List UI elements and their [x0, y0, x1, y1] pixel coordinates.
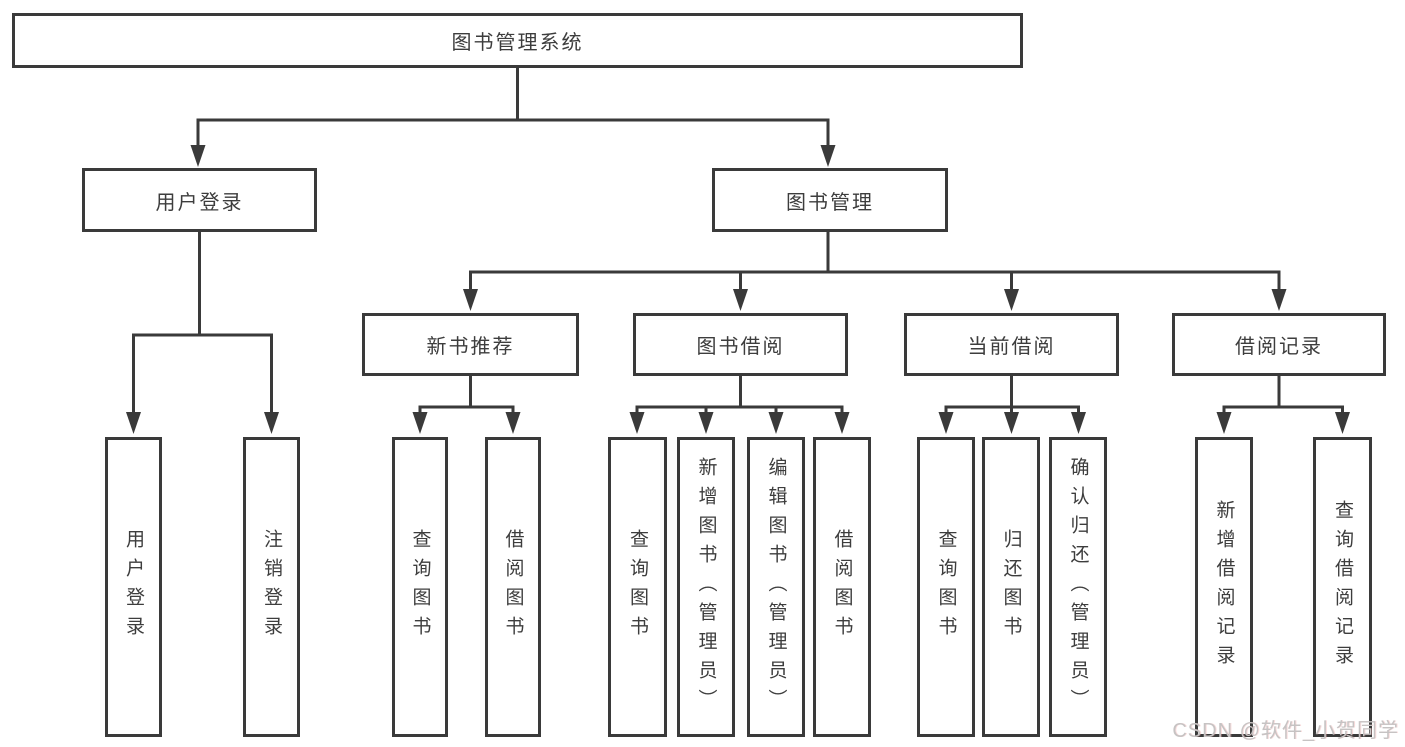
- connector-records-to-leaves: [1216, 376, 1350, 434]
- node-label: 新书推荐: [426, 336, 515, 358]
- leaf-confirm-return-admin: 确认归还（管理员）: [1049, 437, 1107, 737]
- leaf-add-borrow-record: 新增借阅记录: [1195, 437, 1253, 737]
- connector-current-to-leaves: [938, 376, 1086, 434]
- node-current-borrow: 当前借阅: [904, 313, 1119, 376]
- node-new-book-recommend: 新书推荐: [362, 313, 579, 376]
- leaf-user-login: 用户登录: [105, 437, 162, 737]
- node-book-management: 图书管理: [712, 168, 948, 232]
- leaf-return-book: 归还图书: [982, 437, 1040, 737]
- node-label: 图书借阅: [696, 336, 785, 358]
- connector-recommend-to-leaves: [412, 376, 521, 434]
- leaf-borrow-books-recommend: 借阅图书: [485, 437, 541, 737]
- node-label: 查询借阅记录: [1332, 500, 1353, 674]
- connector-root-to-level2: [190, 68, 836, 167]
- node-label: 查询图书: [409, 529, 431, 645]
- node-label: 新增图书（管理员）: [695, 456, 717, 718]
- node-label: 查询图书: [627, 529, 648, 645]
- node-label: 用户登录: [123, 529, 144, 645]
- node-label: 确认归还（管理员）: [1067, 456, 1089, 718]
- node-label: 编辑图书（管理员）: [765, 456, 787, 718]
- node-label: 查询图书: [935, 529, 957, 645]
- node-label: 借阅图书: [831, 529, 853, 645]
- connector-borrow-to-leaves: [629, 376, 850, 434]
- leaf-edit-book-admin: 编辑图书（管理员）: [747, 437, 805, 737]
- node-label: 注销登录: [261, 529, 282, 645]
- node-label: 用户登录: [155, 191, 244, 214]
- leaf-query-books-current: 查询图书: [917, 437, 975, 737]
- node-label: 归还图书: [1000, 529, 1022, 645]
- connector-book-mgmt-to-level3: [463, 232, 1287, 311]
- leaf-add-book-admin: 新增图书（管理员）: [677, 437, 735, 737]
- node-label: 图书管理: [786, 191, 874, 214]
- watermark-text: CSDN @软件_小贺同学: [1172, 720, 1399, 742]
- leaf-query-books-recommend: 查询图书: [392, 437, 448, 737]
- leaf-query-books-borrow: 查询图书: [608, 437, 667, 737]
- node-label: 新增借阅记录: [1213, 500, 1235, 674]
- node-label: 当前借阅: [967, 336, 1056, 358]
- node-root: 图书管理系统: [12, 13, 1023, 68]
- connector-user-login-to-leaves: [126, 232, 279, 434]
- node-label: 图书管理系统: [451, 32, 584, 54]
- node-borrow-records: 借阅记录: [1172, 313, 1386, 376]
- node-user-login: 用户登录: [82, 168, 317, 232]
- node-book-borrow: 图书借阅: [633, 313, 848, 376]
- node-label: 借阅记录: [1235, 336, 1323, 358]
- leaf-query-borrow-record: 查询借阅记录: [1313, 437, 1372, 737]
- leaf-logout: 注销登录: [243, 437, 300, 737]
- leaf-borrow-books: 借阅图书: [813, 437, 871, 737]
- node-label: 借阅图书: [502, 529, 524, 645]
